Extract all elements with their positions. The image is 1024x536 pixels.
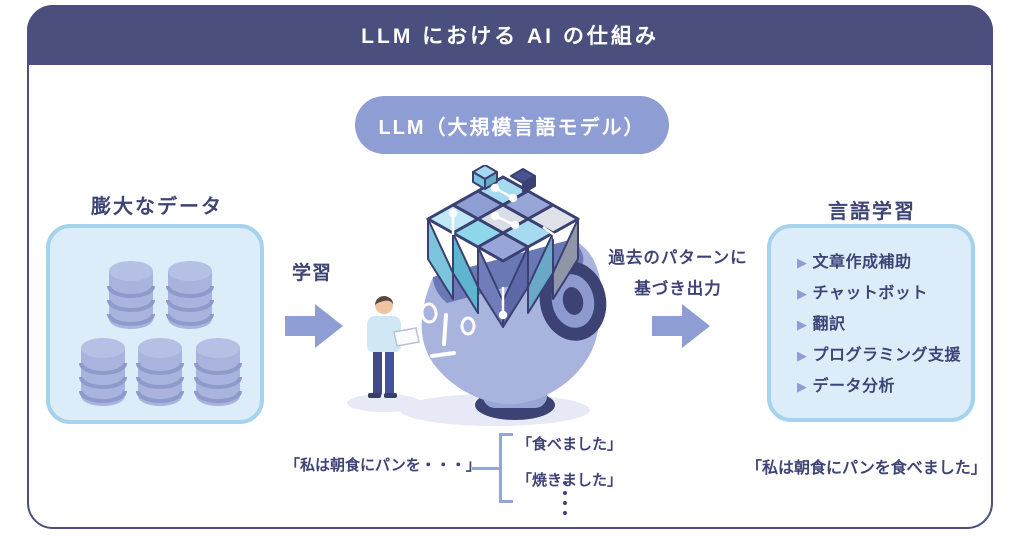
person-figure <box>347 296 421 412</box>
right-section-title: 言語学習 <box>828 201 916 223</box>
page-title: LLM における AI の仕組み <box>361 25 659 48</box>
use-case-label: チャットボット <box>812 285 928 302</box>
diagram-container: LLM における AI の仕組み LLM（大規模言語モデル） 膨大なデータ <box>27 5 993 529</box>
use-case-label: 文章作成補助 <box>812 254 912 271</box>
arrow-right-icon <box>652 304 710 348</box>
arrow-right-icon <box>285 304 343 348</box>
connector-line <box>472 467 499 470</box>
triangle-bullet-icon: ▶ <box>797 348 808 363</box>
database-icon <box>136 338 184 406</box>
use-case-label: データ分析 <box>812 378 896 395</box>
language-learning-box: ▶ 文章作成補助 ▶ チャットボット ▶ 翻訳 ▶ プログラミング支援 ▶ <box>767 224 975 422</box>
output-label-line2: 基づき出力 <box>634 280 722 298</box>
database-icon <box>107 261 155 329</box>
candidate-2: 「焼きました」 <box>517 472 623 489</box>
candidate-1: 「食べました」 <box>517 436 623 453</box>
database-icon <box>166 261 214 329</box>
use-case-list: ▶ 文章作成補助 ▶ チャットボット ▶ 翻訳 ▶ プログラミング支援 ▶ <box>771 228 971 395</box>
ai-head-illustration <box>400 165 607 426</box>
output-label-line1: 過去のパターンに <box>608 249 748 267</box>
triangle-bullet-icon: ▶ <box>797 379 808 394</box>
list-item: ▶ プログラミング支援 <box>797 347 961 364</box>
ellipsis-dots <box>563 481 567 515</box>
llm-badge-label: LLM（大規模言語モデル） <box>378 116 646 139</box>
database-icon <box>79 338 127 406</box>
list-item: ▶ 文章作成補助 <box>797 254 961 271</box>
bracket-icon <box>499 433 513 503</box>
example-result: 「私は朝食にパンを食べました」 <box>746 460 987 477</box>
list-item: ▶ データ分析 <box>797 378 961 395</box>
list-item: ▶ 翻訳 <box>797 316 961 333</box>
llm-badge: LLM（大規模言語モデル） <box>355 96 669 154</box>
triangle-bullet-icon: ▶ <box>797 255 808 270</box>
learn-label: 学習 <box>291 263 332 284</box>
use-case-label: プログラミング支援 <box>812 347 962 364</box>
title-bar: LLM における AI の仕組み <box>27 5 993 65</box>
database-icon <box>194 338 242 406</box>
example-prompt: 「私は朝食にパンを・・・」 <box>285 457 481 474</box>
triangle-bullet-icon: ▶ <box>797 317 808 332</box>
use-case-label: 翻訳 <box>812 316 846 333</box>
list-item: ▶ チャットボット <box>797 285 961 302</box>
left-section-title: 膨大なデータ <box>91 196 223 218</box>
triangle-bullet-icon: ▶ <box>797 286 808 301</box>
data-box <box>46 224 264 424</box>
